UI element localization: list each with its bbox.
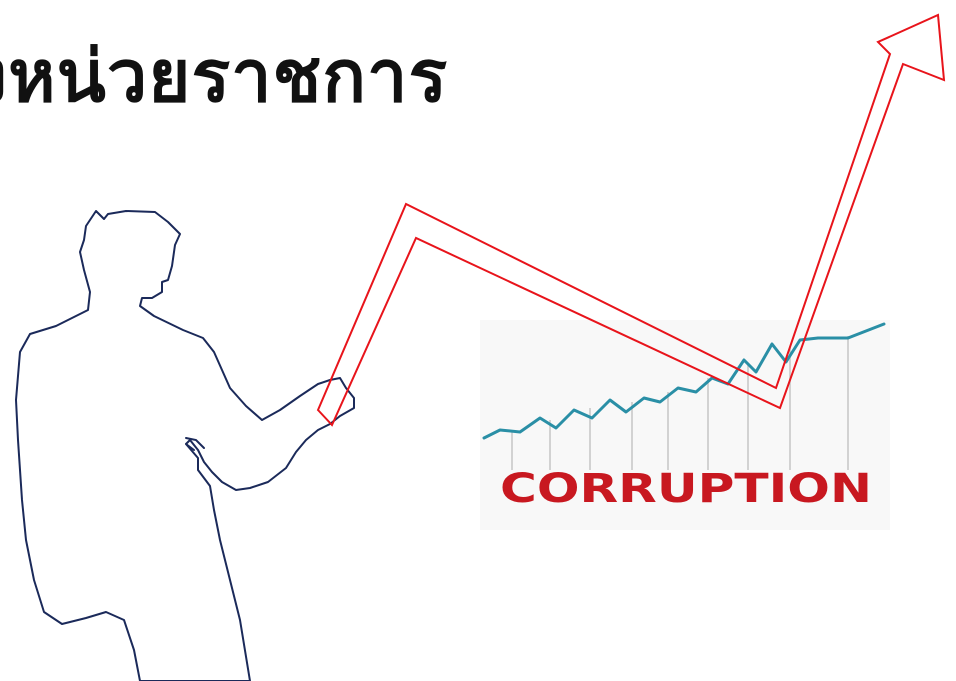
person-hand-detail [185, 437, 205, 451]
corruption-image: CORRUPTION [480, 320, 890, 530]
tick-lines [511, 336, 849, 470]
trend-arrow [316, 13, 946, 427]
person-silhouette [15, 210, 355, 681]
trend-line [482, 322, 886, 440]
corruption-label: CORRUPTION [500, 466, 872, 512]
slide-title: งหน่วยราชการ [0, 34, 449, 118]
